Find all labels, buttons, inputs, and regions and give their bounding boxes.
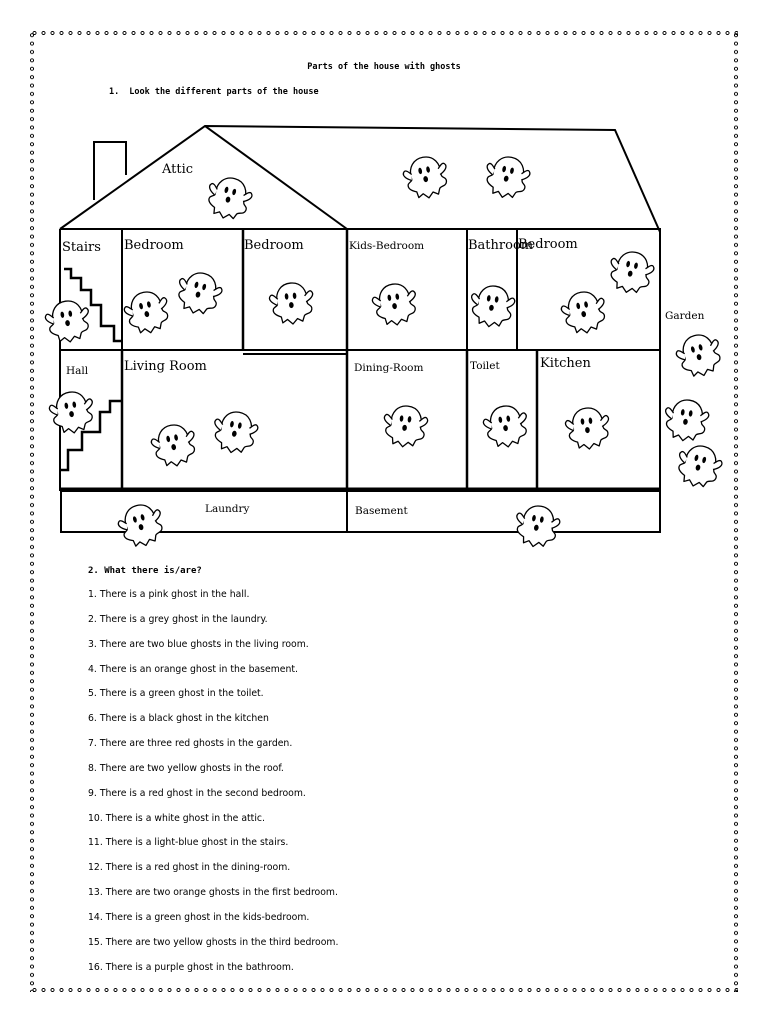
ghost-icon (511, 501, 563, 551)
room-label-dining-room: Dining-Room (354, 362, 423, 374)
ghost-icon (209, 407, 261, 457)
ghost-icon (380, 403, 430, 450)
ghost-icon (563, 405, 613, 452)
sentence-item: 7. There are three red ghosts in the gar… (88, 738, 293, 750)
ghost-icon (604, 247, 658, 298)
sentence-item: 10. There is a white ghost in the attic. (88, 812, 265, 824)
room-label-bedroom-2: Bedroom (244, 238, 304, 253)
section-2-heading: 2. What there is/are? (88, 566, 202, 576)
sentence-list: 1. There is a pink ghost in the hall. 2.… (88, 588, 338, 986)
ghost-icon (480, 152, 534, 203)
sentence-item: 4. There is an orange ghost in the basem… (88, 663, 299, 675)
room-label-bedroom-3: Bedroom (518, 237, 578, 252)
room-label-kitchen: Kitchen (540, 356, 591, 371)
ghost-icon (114, 499, 169, 552)
sentence-item: 9. There is a red ghost in the second be… (88, 787, 306, 799)
ghost-icon (267, 280, 316, 327)
sentence-item: 13. There are two orange ghosts in the f… (88, 887, 338, 899)
room-label-stairs: Stairs (62, 240, 101, 255)
room-label-basement: Basement (355, 505, 409, 517)
sentence-item: 6. There is a black ghost in the kitchen (88, 713, 269, 725)
room-label-living-room: Living Room (124, 359, 207, 374)
room-label-garden: Garden (665, 310, 705, 322)
ghost-icon (672, 329, 727, 382)
ghost-icon (369, 280, 420, 329)
dotted-border-left (30, 31, 34, 992)
room-label-toilet: Toilet (470, 360, 500, 372)
sentence-item: 2. There is a grey ghost in the laundry. (88, 613, 268, 625)
room-label-attic: Attic (161, 162, 193, 177)
dotted-border-top (30, 31, 738, 35)
dotted-border-bottom (30, 988, 738, 992)
sentence-item: 14. There is a green ghost in the kids-b… (88, 911, 310, 923)
sentence-item: 3. There are two blue ghosts in the livi… (88, 638, 309, 650)
room-label-bathroom: Bathroom (468, 238, 533, 253)
ghost-icon (201, 172, 256, 225)
ghost-icon (558, 287, 610, 338)
ghost-icon (661, 396, 712, 445)
sentence-item: 8. There are two yellow ghosts in the ro… (88, 762, 284, 774)
section-1-text: Look the different parts of the house (129, 87, 319, 97)
dotted-border-right (734, 31, 738, 992)
room-label-kids-bedroom: Kids-Bedroom (349, 240, 424, 252)
ghost-icon (400, 152, 452, 203)
section-1-heading: 1. Look the different parts of the house (109, 87, 319, 97)
ghost-icon (120, 287, 174, 338)
room-label-bedroom-1: Bedroom (124, 238, 184, 253)
section-1-number: 1. (109, 87, 120, 97)
sentence-item: 15. There are two yellow ghosts in the t… (88, 936, 339, 948)
ghost-icon (480, 402, 531, 451)
sentence-item: 12. There is a red ghost in the dining-r… (88, 862, 291, 874)
ghost-icon (171, 267, 226, 320)
ghost-icon (46, 388, 97, 437)
page-title: Parts of the house with ghosts (307, 62, 461, 72)
house-drawing: Attic Stairs Bedroom Bedroom Kids-Bedroo… (42, 124, 727, 552)
ghost-icon (671, 440, 726, 493)
sentence-item: 1. There is a pink ghost in the hall. (88, 589, 250, 600)
ghost-icon (148, 420, 200, 471)
sentence-item: 16. There is a purple ghost in the bathr… (88, 961, 294, 973)
ghost-icon (42, 297, 93, 346)
sentence-item: 5. There is a green ghost in the toilet. (88, 688, 264, 700)
sentence-item: 11. There is a light-blue ghost in the s… (88, 837, 289, 849)
room-label-laundry: Laundry (205, 503, 249, 515)
room-label-hall: Hall (66, 365, 89, 377)
ghost-icon (467, 282, 518, 331)
